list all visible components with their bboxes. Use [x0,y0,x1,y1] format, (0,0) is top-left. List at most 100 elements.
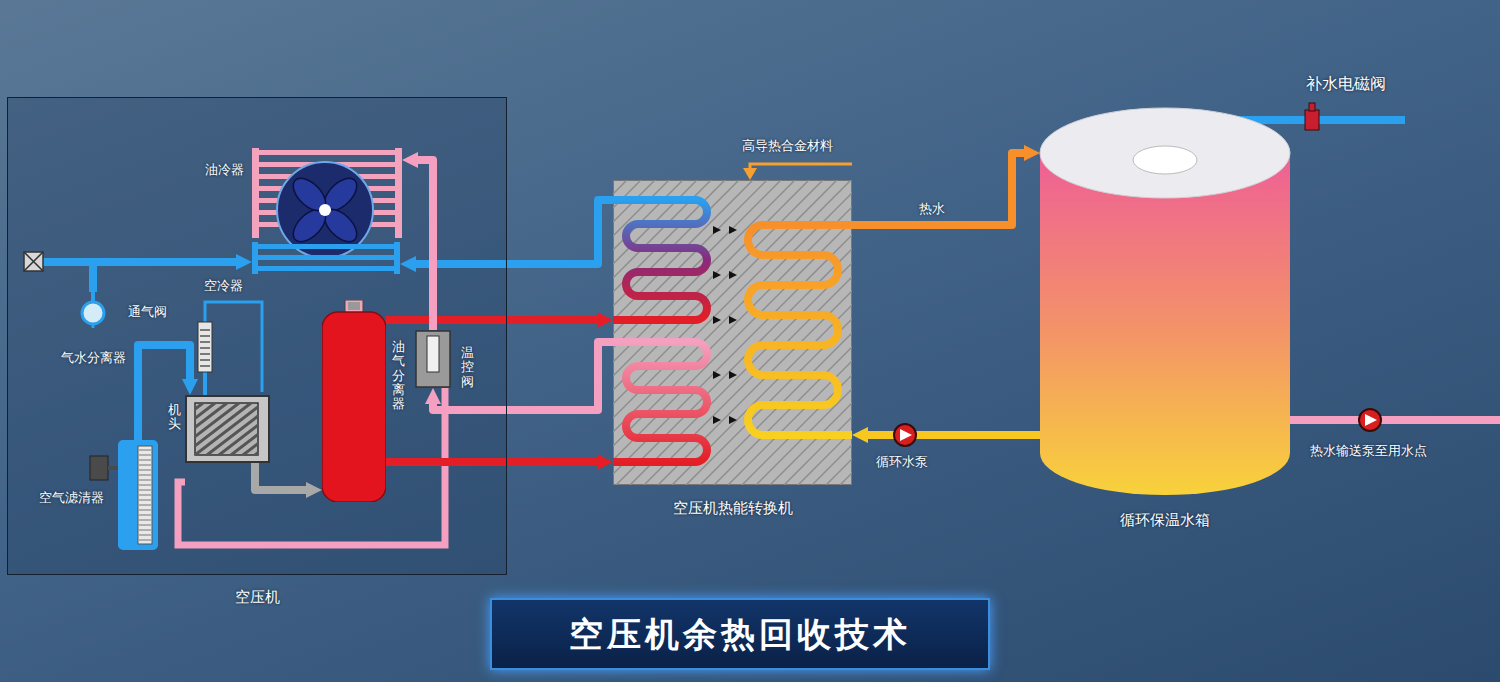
oil-cooler-shape-part [319,204,363,248]
heat-converter-shape-part [613,342,707,462]
part-label: 空压机 [235,588,280,606]
insulated-tank-shape-part [1040,108,1290,198]
alloy-pointer-part [743,168,757,180]
compressor-head-shape-part-part [195,403,258,455]
air-filter-shape-part [139,520,151,521]
compressor-head-shape-part-part [195,403,203,455]
part-label: 温控阀 [461,346,474,389]
air-filter-shape-part [138,446,152,544]
air-filter-shape-part [139,450,151,451]
oil-cooler-shape-part [252,150,402,155]
air-filter-shape-part [139,525,151,526]
heat-converter-shape-part [713,226,737,234]
title: 空压机余热回收技术 [569,614,911,654]
air-cooler-shape-part [252,244,400,249]
air-filter-shape-part [139,540,151,541]
vent-valve-part [200,330,210,366]
air-inlet-part [24,252,43,271]
thermostatic-valve-shape-part [427,336,439,372]
vent-valve-part [203,372,207,395]
part-label: 气水分离器 [61,350,126,366]
makeup-solenoid-valve [1305,103,1319,130]
compressor-head: 机头 [185,395,270,463]
pipe-connector [852,153,1024,225]
hot-water-outlet-pipe [1285,420,1500,421]
air-cooler-shape-part [252,266,400,271]
heat-converter-shape-part [713,271,737,279]
heat-converter-shape-part [713,316,737,324]
compressor-housing: 空压机油冷器空冷器机头油气分离器温控阀气水分离器空气滤清器 [8,98,506,574]
delivery-pump-part [1365,414,1377,426]
air-filter-shape-part [139,475,151,476]
air-filter: 空气滤清器 [118,440,158,550]
air-filter-shape-part [118,440,158,550]
compressor-head-shape-part-part [195,403,227,455]
air-filter-shape-part [139,460,151,461]
air-inlet [24,252,93,271]
part-label: 空压机热能转换机 [673,499,793,517]
part-label: 机头 [168,403,181,432]
oil-cooler-shape-part [288,173,332,217]
heat-converter-shape-part [713,371,737,379]
heat-converter-shape-part [742,180,852,485]
title-band: 空压机余热回收技术 [490,598,990,670]
insulated-tank-shape-part [1040,153,1290,495]
alloy-pointer-part [750,164,852,168]
annotation-label: 高导热合金材料 [742,138,833,154]
air-filter-shape-part [139,495,151,496]
filter-intake [90,456,118,480]
heat-converter-shape-part [613,180,739,485]
heat-converter-shape-part [713,416,737,424]
air-filter-shape-part [139,515,151,516]
makeup-solenoid-valve-part [1305,110,1319,130]
insulated-tank-shape [1040,108,1290,495]
pipe-connector [416,200,613,264]
oil-gas-separator-shape [322,300,386,502]
air-filter-shape-part [139,480,151,481]
vent-valve-part [198,322,212,372]
part-label: 循环保温水箱 [1120,511,1210,529]
heat-converter-shape-part [613,200,707,320]
filter-intake-part [90,456,108,480]
air-cooler: 空冷器 [252,242,400,274]
air-filter-shape-part [139,490,151,491]
filter-intake-part [108,466,118,470]
makeup-solenoid-valve-part [1309,103,1315,111]
thermostatic-valve-shape-part [416,331,450,387]
air-inlet-part [24,252,43,271]
heat-converter-shape-part [728,180,852,485]
air-filter-shape-part [139,510,151,511]
heat-converter-shape-part [686,180,852,485]
air-filter-shape-part [139,535,151,536]
air-inlet-part [43,258,93,266]
thermostatic-valve: 温控阀 [415,330,451,388]
compressor-head-shape-part-part [243,403,258,455]
air-filter-shape-part [139,505,151,506]
oil-cooler-shape-part [288,204,332,248]
heat-converter-shape-part [748,225,852,435]
compressor-head-shape-part [195,403,258,455]
annotation-label: 补水电磁阀 [1306,74,1386,93]
water-separator-shape [80,292,106,328]
pipe-connector [418,160,433,330]
oil-cooler-shape-part [277,162,373,258]
air-filter-shape-part [139,530,151,531]
compressor-housing-tint [8,98,506,574]
part-label: 油气分离器 [392,340,405,411]
oil-cooler-shape [252,148,402,238]
vent-valve [198,302,262,395]
oil-cooler: 油冷器 [252,148,402,238]
heat-converter-shape-part [714,180,852,485]
air-cooler-shape-part [252,242,258,274]
circulation-pump-part [894,424,916,446]
delivery-pump [1359,409,1381,431]
part-label: 空气滤清器 [39,490,104,506]
water-separator-shape-part [82,302,104,324]
part-label: 油冷器 [205,162,244,178]
compressor-head-shape [185,395,270,463]
oil-cooler-shape-part [319,204,331,216]
air-cooler-shape [252,242,400,274]
water-separator: 气水分离器 [80,292,106,328]
heat-converter-shape-part [613,180,767,485]
oil-gas-separator: 油气分离器 [322,300,386,502]
